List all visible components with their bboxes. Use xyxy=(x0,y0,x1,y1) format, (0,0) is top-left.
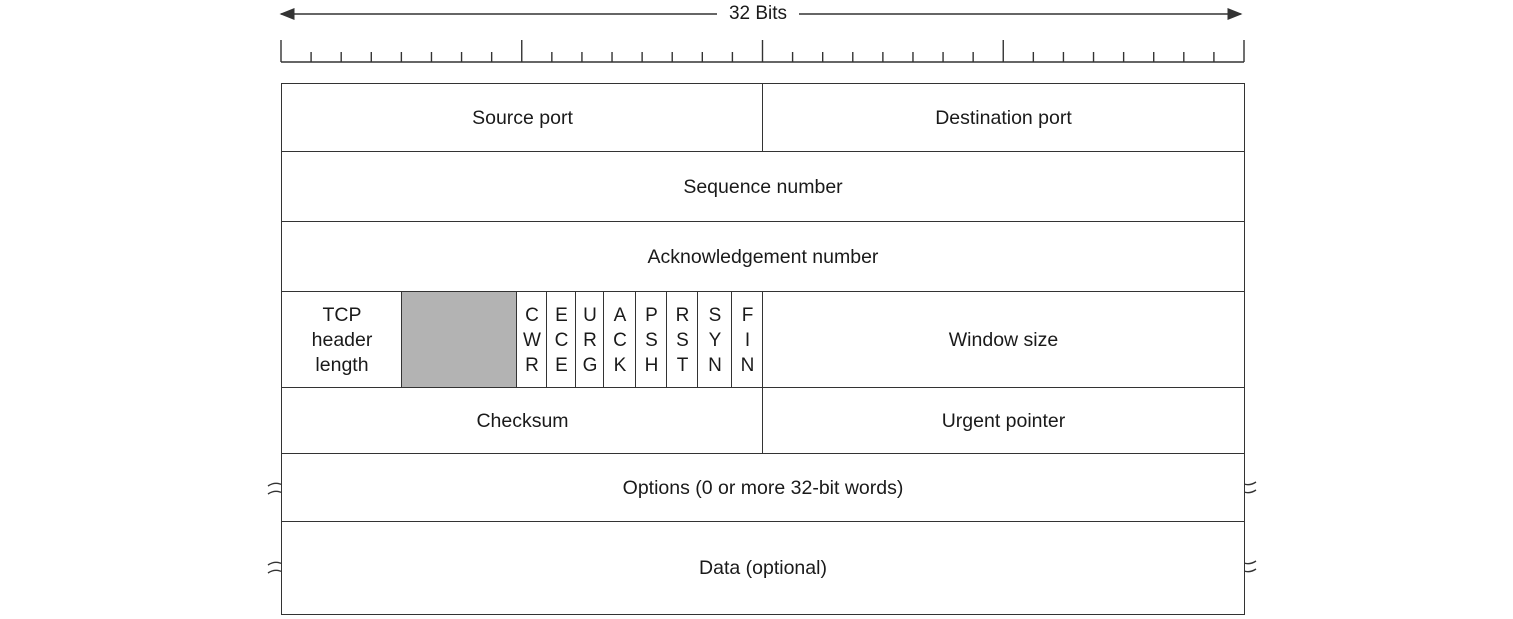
tcp-header-length-label: TCP header length xyxy=(311,303,373,376)
ack-number-label: Acknowledgement number xyxy=(647,245,879,268)
flag-letter: P xyxy=(645,304,658,326)
urgent-pointer-field: Urgent pointer xyxy=(762,387,1245,455)
flag-letter: E xyxy=(555,354,568,376)
ruler-ticks xyxy=(280,40,1245,62)
flag-letter: R xyxy=(583,329,597,351)
tcp-header-length-field: TCP header length xyxy=(281,291,403,389)
flag-letter: Y xyxy=(708,329,722,351)
flag-letter: N xyxy=(740,354,755,376)
flag-letter: S xyxy=(645,329,658,351)
checksum-label: Checksum xyxy=(476,409,569,432)
width-label: 32 Bits xyxy=(717,2,799,26)
flag-letter: R xyxy=(675,304,690,326)
source-port-field: Source port xyxy=(281,83,764,153)
flag-letter: F xyxy=(741,304,754,326)
flag-letter: W xyxy=(523,329,541,351)
flag-letter: E xyxy=(555,304,568,326)
sequence-number-label: Sequence number xyxy=(683,175,843,198)
flag-letter: H xyxy=(644,354,659,376)
window-size-label: Window size xyxy=(948,328,1059,351)
checksum-field: Checksum xyxy=(281,387,764,455)
destination-port-field: Destination port xyxy=(762,83,1245,153)
options-field: Options (0 or more 32-bit words) xyxy=(281,453,1245,523)
window-size-field: Window size xyxy=(762,291,1245,389)
data-label: Data (optional) xyxy=(699,556,827,579)
flag-letter: S xyxy=(676,329,689,351)
flag-letter: K xyxy=(613,354,627,376)
flag-letter: T xyxy=(676,354,689,376)
destination-port-label: Destination port xyxy=(935,106,1072,129)
flag-letter: G xyxy=(582,354,598,376)
flag-letter: U xyxy=(583,304,597,326)
data-field: Data (optional) xyxy=(281,521,1245,615)
options-label: Options (0 or more 32-bit words) xyxy=(622,476,904,499)
source-port-label: Source port xyxy=(472,106,573,129)
flag-letter: I xyxy=(744,329,751,351)
flag-letter: C xyxy=(613,329,627,351)
reserved-bits-field xyxy=(401,291,518,389)
flag-letter: C xyxy=(554,329,569,351)
flag-letter: S xyxy=(708,304,722,326)
urgent-pointer-label: Urgent pointer xyxy=(941,409,1066,432)
sequence-number-field: Sequence number xyxy=(281,151,1245,223)
flag-letter: A xyxy=(613,304,627,326)
flag-letter: C xyxy=(525,304,539,326)
flag-letter: R xyxy=(525,354,539,376)
flag-letter: N xyxy=(708,354,722,376)
ack-number-field: Acknowledgement number xyxy=(281,221,1245,293)
